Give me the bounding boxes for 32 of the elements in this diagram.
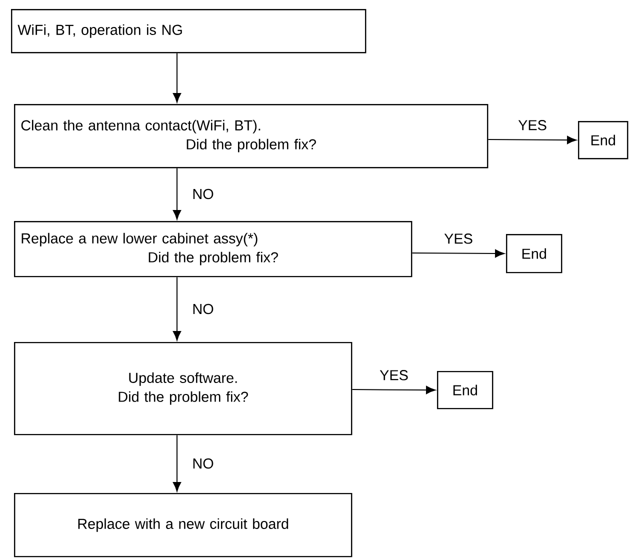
- process-box: [14, 342, 352, 436]
- end-box: [578, 121, 628, 160]
- end-box: [437, 370, 494, 410]
- arrow: [488, 136, 577, 144]
- arrow: [172, 168, 182, 220]
- process-box: [14, 104, 488, 168]
- edge-label: NO: [193, 304, 214, 314]
- arrow: [412, 249, 505, 258]
- text-line: End: [522, 248, 546, 259]
- arrow: [172, 52, 182, 103]
- process-box: [11, 9, 366, 54]
- text-line: End: [453, 384, 478, 396]
- text-line: Did the problem fix?: [118, 391, 248, 405]
- text-line: Clean the antenna contact(WiFi, BT).: [21, 120, 260, 134]
- process-box: [14, 492, 352, 558]
- text-line: Did the problem fix?: [148, 252, 278, 266]
- edge-label: NO: [193, 458, 214, 469]
- text-line: WiFi, BT, operation is NG: [18, 24, 182, 38]
- arrow: [352, 386, 436, 394]
- arrow: [172, 434, 182, 492]
- edge-label: YES: [380, 370, 408, 380]
- edge-label: NO: [193, 188, 214, 200]
- arrow: [172, 276, 182, 341]
- text-line: Replace a new lower cabinet assy(*): [22, 232, 258, 246]
- end-box: [506, 234, 562, 274]
- text-line: Update software.: [129, 372, 237, 386]
- process-box: [14, 221, 412, 278]
- text-line: End: [591, 134, 616, 146]
- text-line: Replace with a new circuit board: [78, 518, 288, 532]
- text-line: Did the problem fix?: [186, 138, 316, 152]
- edge-label: YES: [444, 234, 472, 244]
- edge-label: YES: [518, 120, 546, 130]
